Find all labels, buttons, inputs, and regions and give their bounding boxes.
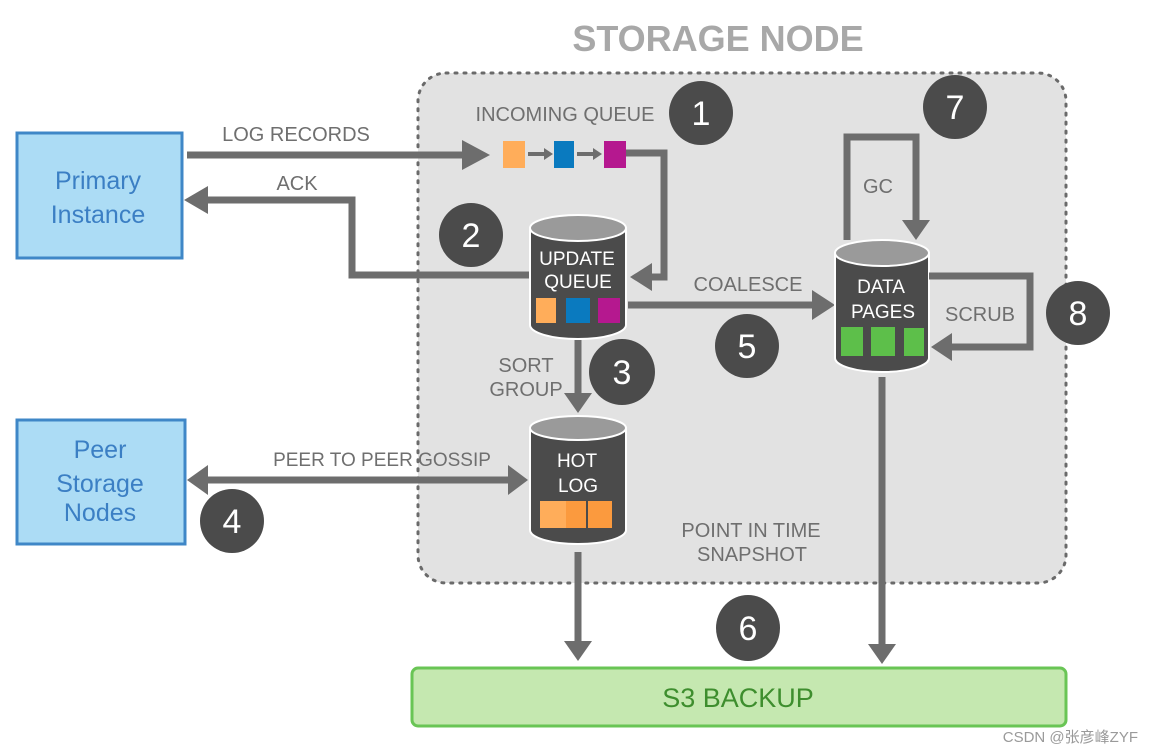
- gc-label: GC: [863, 176, 893, 198]
- incoming-queue-label: INCOMING QUEUE: [476, 104, 655, 126]
- svg-text:Primary: Primary: [55, 167, 142, 195]
- hot-log-cylinder: HOT LOG: [529, 415, 627, 545]
- log-records-arrow: [187, 140, 490, 170]
- svg-text:Instance: Instance: [51, 201, 146, 229]
- scrub-label: SCRUB: [945, 304, 1015, 326]
- coalesce-arrow: [628, 290, 835, 320]
- watermark: CSDN @张彦峰ZYF: [1003, 729, 1138, 746]
- queue-item-blue: [554, 141, 574, 168]
- queue-item-magenta: [604, 141, 626, 168]
- svg-text:DATA: DATA: [857, 277, 905, 298]
- svg-text:UPDATE: UPDATE: [539, 249, 615, 270]
- hot-log-backup-arrow: [564, 552, 592, 661]
- svg-text:6: 6: [739, 610, 758, 648]
- step-badge-4: 4: [200, 489, 264, 553]
- point-in-time-label: POINT IN TIME: [681, 520, 820, 542]
- peer-gossip-label: PEER TO PEER GOSSIP: [273, 450, 491, 471]
- svg-text:HOT: HOT: [557, 451, 598, 472]
- peer-gossip-arrow: [187, 465, 528, 495]
- step-badge-6: 6: [716, 595, 780, 661]
- coalesce-label: COALESCE: [694, 274, 803, 296]
- queue-item-orange: [503, 141, 525, 168]
- svg-text:PAGES: PAGES: [851, 302, 915, 323]
- step-badge-8: 8: [1046, 281, 1110, 345]
- snapshot-label: SNAPSHOT: [697, 544, 807, 566]
- ack-arrow: [184, 186, 532, 279]
- svg-text:7: 7: [946, 89, 965, 127]
- gc-loop-arrow: [843, 133, 930, 240]
- svg-text:Storage: Storage: [56, 470, 144, 498]
- step-badge-1: 1: [669, 81, 733, 145]
- data-pages-cylinder: DATA PAGES: [834, 239, 930, 373]
- sort-group-arrow: [564, 340, 592, 413]
- incoming-to-update-arrow: [626, 149, 668, 291]
- svg-text:5: 5: [738, 328, 757, 366]
- svg-text:Peer: Peer: [74, 436, 127, 464]
- svg-text:2: 2: [462, 217, 481, 255]
- step-badge-3: 3: [589, 339, 655, 405]
- svg-text:1: 1: [692, 95, 711, 133]
- group-label: GROUP: [489, 379, 562, 401]
- update-queue-cylinder: UPDATE QUEUE: [529, 214, 627, 340]
- ack-label: ACK: [276, 173, 318, 195]
- svg-text:LOG: LOG: [558, 476, 598, 497]
- svg-text:QUEUE: QUEUE: [544, 272, 612, 293]
- data-pages-backup-arrow: [868, 377, 896, 664]
- incoming-queue: [503, 141, 626, 168]
- log-records-label: LOG RECORDS: [222, 124, 370, 146]
- s3-backup-box: S3 BACKUP: [410, 666, 1068, 728]
- step-badge-5: 5: [715, 314, 779, 378]
- scrub-loop-arrow: [929, 272, 1034, 361]
- svg-text:4: 4: [223, 503, 242, 541]
- step-badge-2: 2: [439, 203, 503, 267]
- svg-text:S3 BACKUP: S3 BACKUP: [662, 683, 814, 713]
- step-badge-7: 7: [923, 75, 987, 139]
- primary-instance-box: Primary Instance: [15, 131, 184, 260]
- svg-text:8: 8: [1069, 295, 1088, 333]
- svg-text:3: 3: [613, 354, 632, 392]
- peer-storage-nodes-box: Peer Storage Nodes: [15, 418, 187, 546]
- svg-text:Nodes: Nodes: [64, 499, 136, 527]
- sort-label: SORT: [498, 355, 553, 377]
- page-title: STORAGE NODE: [572, 18, 863, 59]
